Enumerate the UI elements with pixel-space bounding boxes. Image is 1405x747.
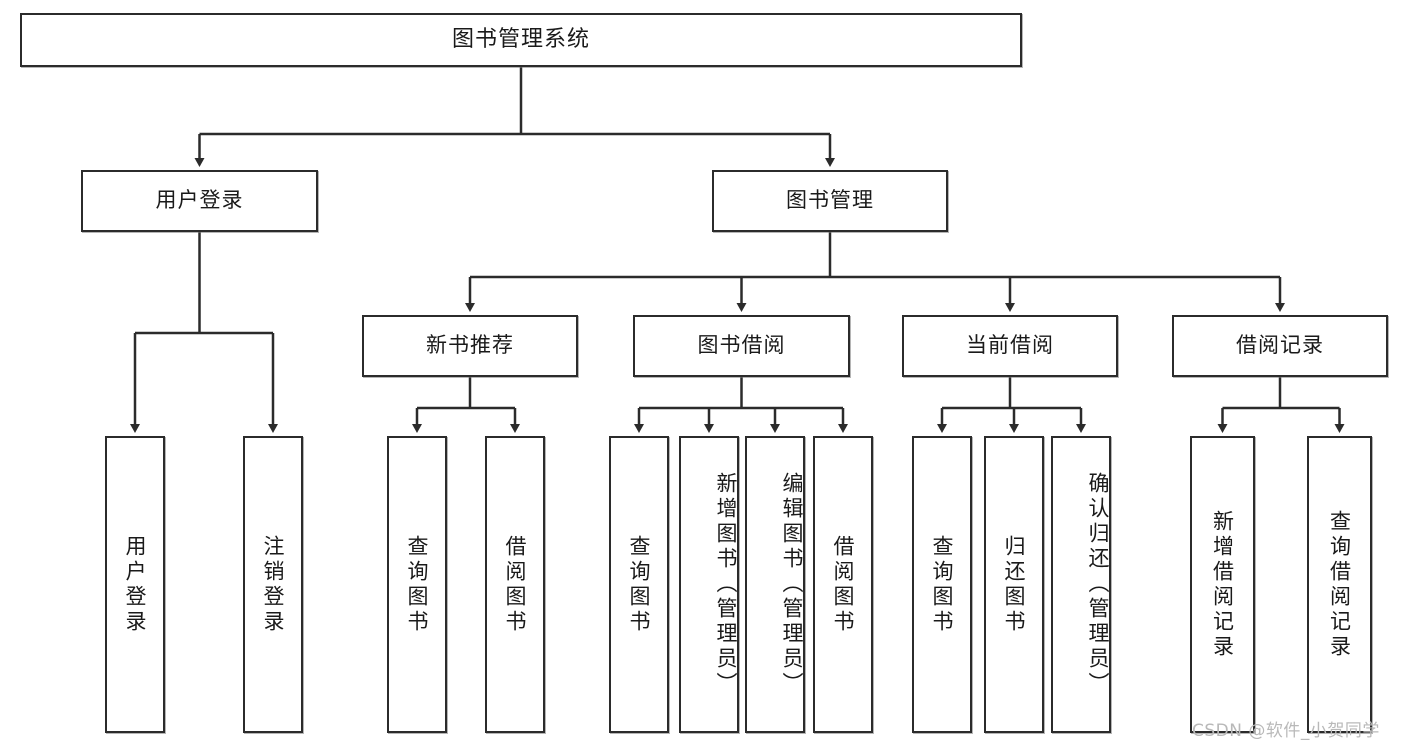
node-label: 借阅图书 — [503, 534, 528, 635]
leaf-borrow-book-2[interactable]: 借阅图书 — [813, 436, 873, 733]
leaf-return-book[interactable]: 归还图书 — [984, 436, 1044, 733]
node-label: 注销登录 — [261, 534, 286, 635]
node-root-system[interactable]: 图书管理系统 — [20, 13, 1022, 67]
node-book-management[interactable]: 图书管理 — [712, 170, 948, 232]
node-label: 图书管理 — [786, 188, 874, 213]
node-user-login[interactable]: 用户登录 — [81, 170, 318, 232]
node-label: 查询借阅记录 — [1327, 509, 1352, 660]
leaf-query-book-1[interactable]: 查询图书 — [387, 436, 447, 733]
leaf-query-record[interactable]: 查询借阅记录 — [1307, 436, 1372, 733]
leaf-query-book-2[interactable]: 查询图书 — [609, 436, 669, 733]
node-label: 图书管理系统 — [451, 26, 590, 52]
node-label: 图书借阅 — [697, 333, 786, 358]
leaf-edit-book[interactable]: 编辑图书（管理员） — [745, 436, 805, 733]
leaf-user-login[interactable]: 用户登录 — [105, 436, 165, 733]
node-label: 查询图书 — [627, 534, 652, 635]
node-new-book-recommend[interactable]: 新书推荐 — [362, 315, 578, 377]
node-label: 新增图书（管理员） — [714, 472, 738, 697]
node-label: 借阅图书 — [831, 534, 856, 635]
node-label: 当前借阅 — [966, 333, 1054, 358]
leaf-borrow-book-1[interactable]: 借阅图书 — [485, 436, 545, 733]
leaf-query-book-3[interactable]: 查询图书 — [912, 436, 972, 733]
node-borrow-record[interactable]: 借阅记录 — [1172, 315, 1388, 377]
node-label: 编辑图书（管理员） — [780, 472, 804, 697]
node-label: 借阅记录 — [1236, 333, 1324, 358]
node-label: 查询图书 — [930, 534, 955, 635]
leaf-confirm-return[interactable]: 确认归还（管理员） — [1051, 436, 1111, 733]
node-label: 新书推荐 — [426, 333, 514, 358]
node-label: 查询图书 — [405, 534, 430, 635]
node-label: 确认归还（管理员） — [1086, 472, 1110, 697]
node-label: 归还图书 — [1002, 534, 1027, 635]
node-label: 用户登录 — [155, 188, 244, 213]
csdn-watermark: CSDN @软件_小贺同学 — [1192, 721, 1380, 741]
node-label: 用户登录 — [123, 534, 148, 635]
leaf-logout[interactable]: 注销登录 — [243, 436, 303, 733]
node-book-borrow[interactable]: 图书借阅 — [633, 315, 850, 377]
leaf-add-book[interactable]: 新增图书（管理员） — [679, 436, 739, 733]
node-label: 新增借阅记录 — [1210, 509, 1235, 660]
node-current-borrow[interactable]: 当前借阅 — [902, 315, 1118, 377]
leaf-add-record[interactable]: 新增借阅记录 — [1190, 436, 1255, 733]
